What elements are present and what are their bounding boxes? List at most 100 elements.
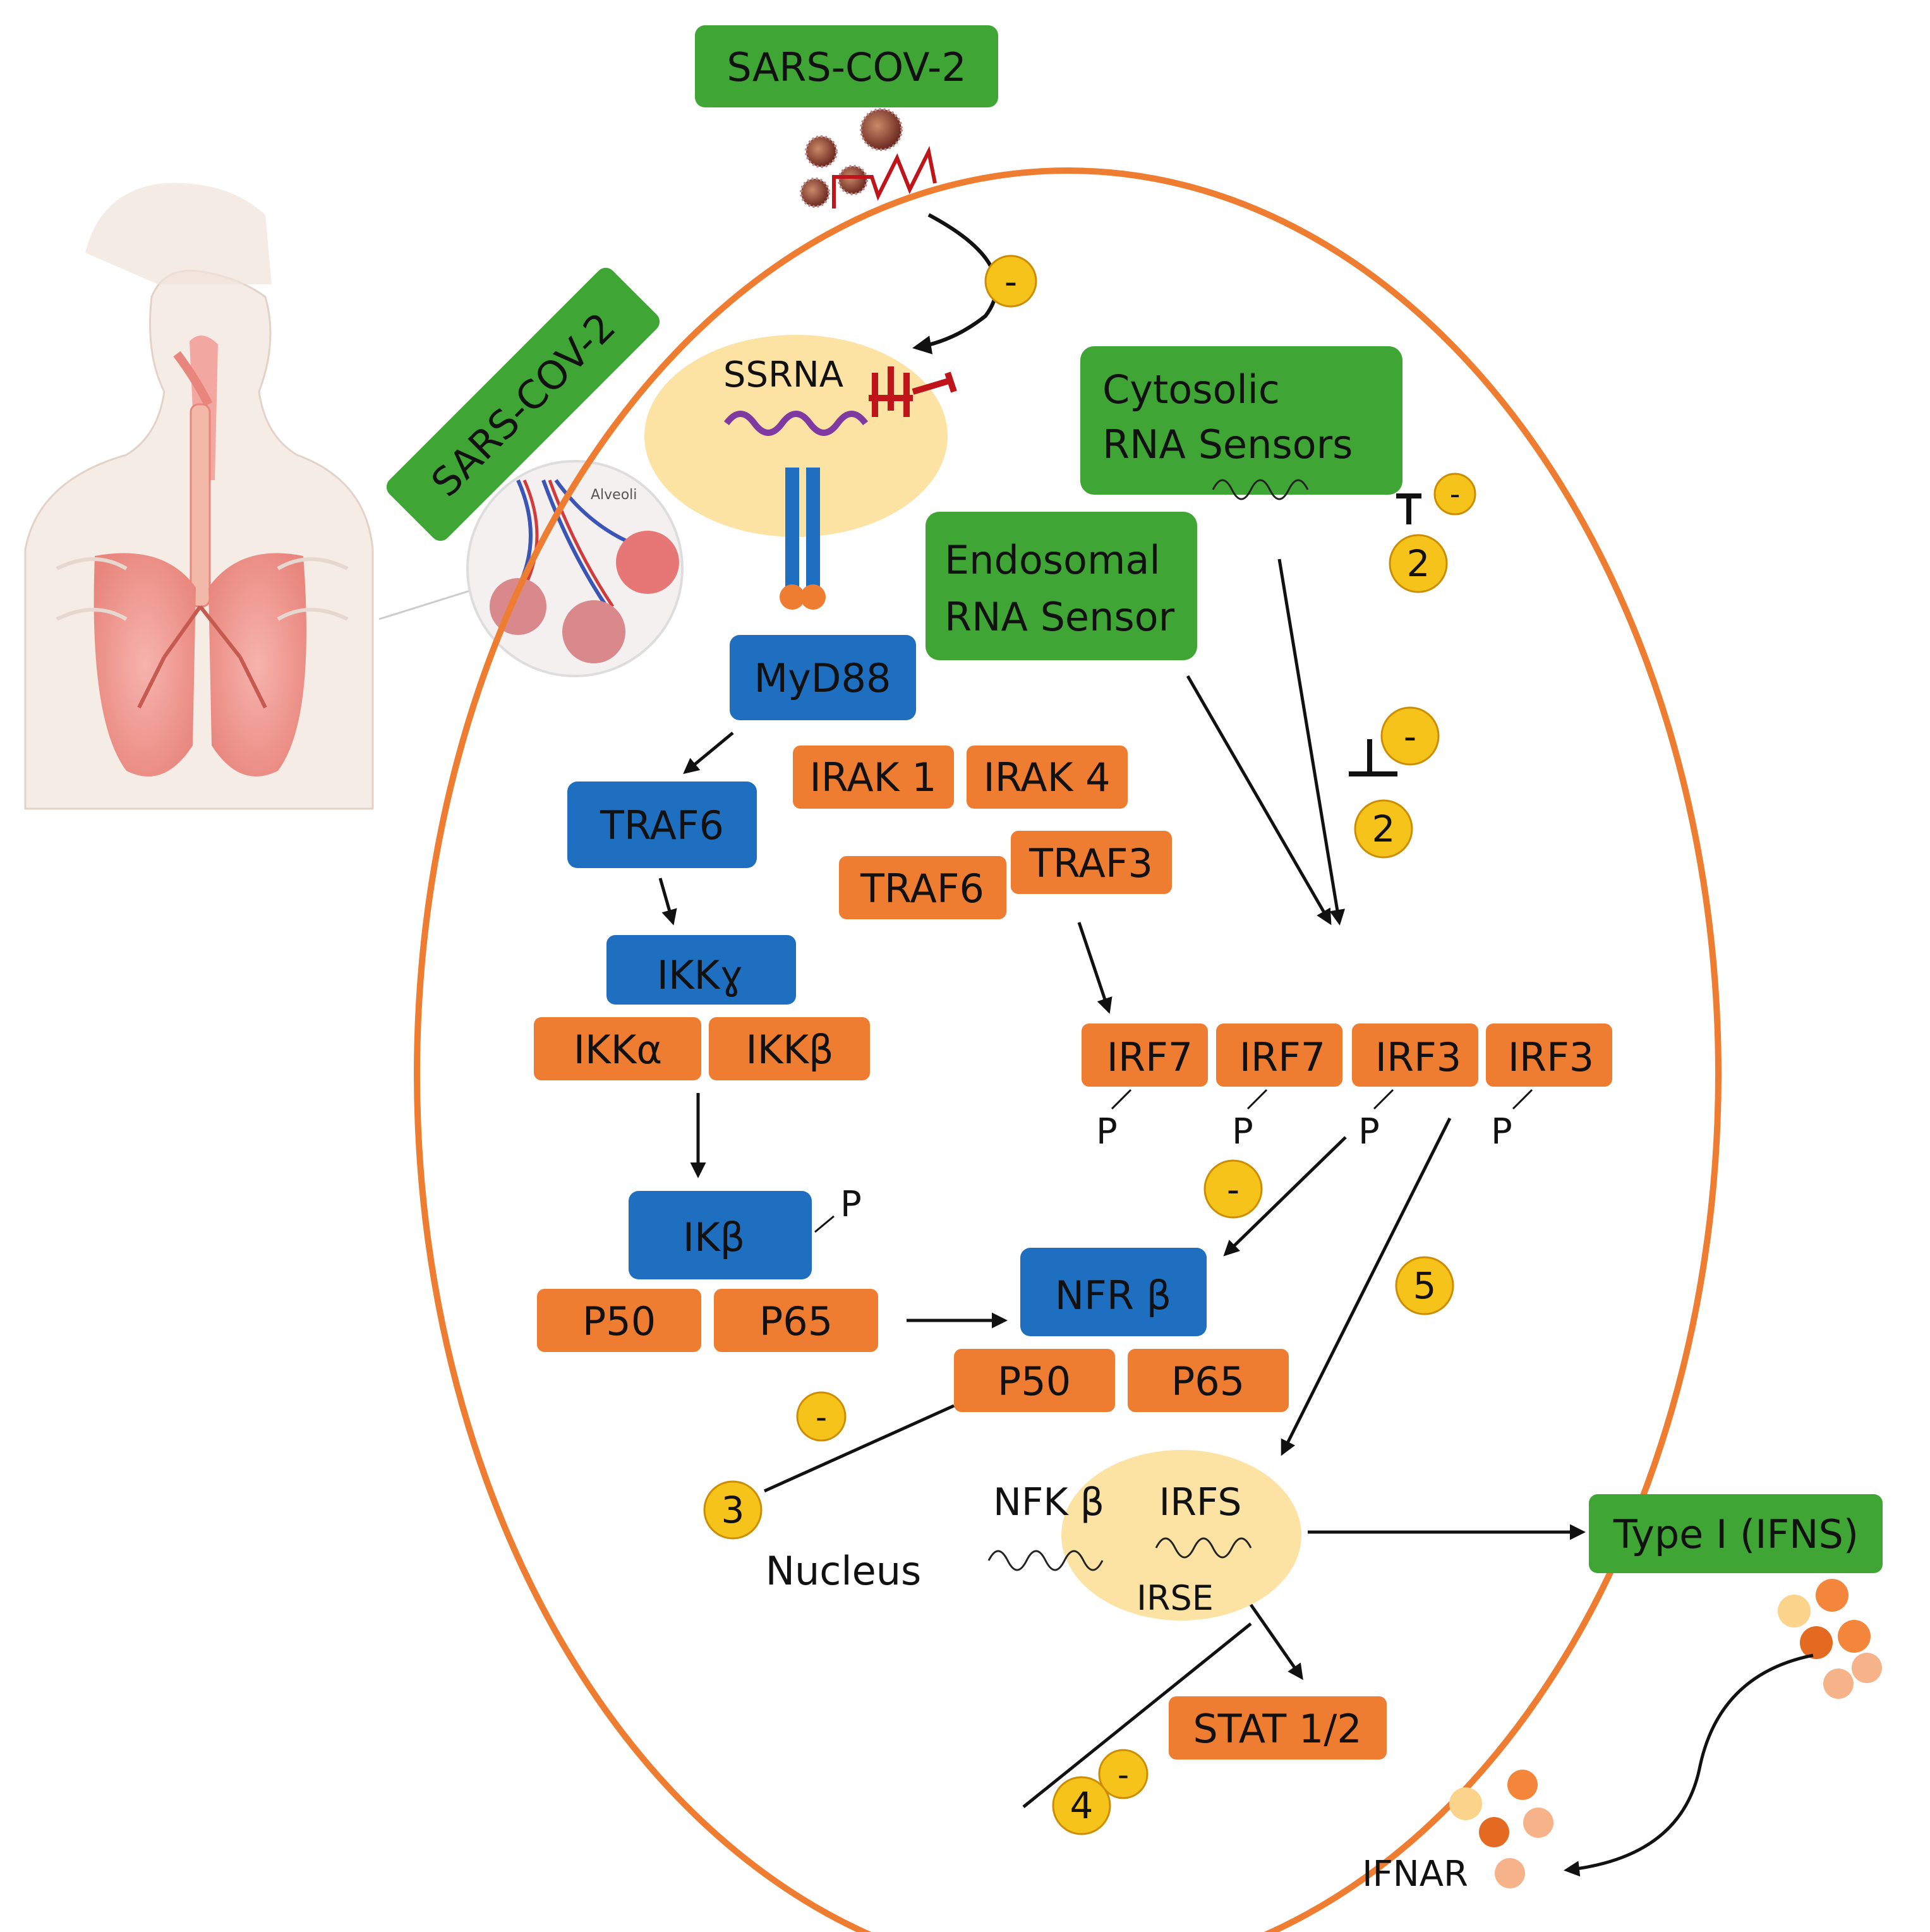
irak4-box: IRAK 4	[967, 746, 1128, 809]
type1-label: Type I (IFNS)	[1613, 1511, 1859, 1557]
irf7-a-label: IRF7	[1107, 1034, 1193, 1080]
nfrb-label: NFR β	[1055, 1272, 1171, 1319]
irak1-box: IRAK 1	[793, 746, 954, 809]
svg-text:-: -	[1404, 716, 1416, 758]
irak4-label: IRAK 4	[983, 754, 1110, 800]
svg-text:-: -	[816, 1399, 827, 1435]
p50-b-label: P50	[998, 1358, 1071, 1404]
svg-text:4: 4	[1070, 1784, 1094, 1827]
ikka-box: IKKα	[534, 1017, 701, 1080]
arrow-ifn-ifnar	[1564, 1653, 1814, 1877]
minus-badge-irf: -	[1203, 1159, 1263, 1219]
inhibition-marker-endosomal	[1349, 739, 1397, 776]
human-lungs-illustration	[24, 183, 374, 810]
endosomal-line2: RNA Sensor	[944, 594, 1175, 640]
svg-text:-: -	[1227, 1169, 1239, 1211]
virus-top-label: SARS-COV-2	[727, 44, 966, 90]
p65-a-box: P65	[714, 1289, 878, 1352]
endosomal-sensor-box: Endosomal RNA Sensor	[926, 512, 1197, 660]
ikb-box: IKβ P	[629, 1184, 862, 1279]
svg-text:3: 3	[721, 1488, 745, 1531]
ikkb-label: IKKβ	[745, 1027, 833, 1073]
irse-label: IRSE	[1137, 1578, 1214, 1618]
p65-b-box: P65	[1128, 1349, 1289, 1412]
irf7-b-label: IRF7	[1239, 1034, 1325, 1080]
minus-badge-p50: -	[796, 1391, 847, 1442]
irf7-a-box: IRF7 P	[1082, 1023, 1208, 1152]
svg-text:-: -	[1004, 262, 1017, 303]
minus-badge-cytosolic: -	[1433, 473, 1476, 516]
stat-box: STAT 1/2	[1169, 1696, 1387, 1760]
ikkb-box: IKKβ	[709, 1017, 870, 1080]
minus-badge-stat: -	[1098, 1749, 1149, 1799]
type1-ifns-box: Type I (IFNS)	[1589, 1494, 1883, 1573]
irf3-a-box: IRF3 P	[1352, 1023, 1478, 1152]
irf7-a-phospho: P	[1096, 1111, 1118, 1152]
irf3-b-label: IRF3	[1508, 1034, 1594, 1080]
nfkb-label: NFK β	[993, 1480, 1104, 1524]
p65-a-label: P65	[759, 1298, 833, 1344]
arrow-nucleus-stat	[1249, 1603, 1303, 1681]
ifnar-label: IFNAR	[1362, 1854, 1468, 1895]
endosomal-line1: Endosomal	[944, 537, 1161, 583]
number-badge-2b: 2	[1354, 799, 1413, 859]
traf3-box: TRAF3	[1011, 831, 1172, 894]
minus-badge-entry: -	[984, 255, 1037, 308]
ikka-label: IKKα	[574, 1027, 662, 1073]
arrow-myd88-traf6	[683, 732, 734, 775]
p50-a-label: P50	[582, 1298, 656, 1344]
ssrna-endosome: SSRNA	[644, 335, 957, 610]
traf6-blue-box: TRAF6	[567, 782, 757, 868]
svg-text:5: 5	[1413, 1264, 1437, 1307]
traf3-label: TRAF3	[1028, 840, 1153, 886]
irf3-a-phospho: P	[1358, 1111, 1380, 1152]
arrow-traf6-ikkg	[658, 878, 677, 926]
entry-arrow	[912, 213, 998, 354]
number-badge-4: 4	[1052, 1776, 1111, 1835]
virus-particles-icon	[800, 108, 937, 208]
p65-b-label: P65	[1171, 1358, 1245, 1404]
svg-text:2: 2	[1372, 807, 1396, 850]
arrow-cytosolic-irf	[1277, 558, 1346, 926]
virus-top-box: SARS-COV-2	[695, 25, 998, 107]
nucleus: NFK β IRFS IRSE	[987, 1450, 1301, 1621]
cell-membrane	[414, 167, 1722, 1932]
svg-text:-: -	[1450, 477, 1461, 511]
irf7-b-phospho: P	[1232, 1111, 1253, 1152]
inhibition-marker-cytosolic	[1396, 493, 1421, 524]
ikb-label: IKβ	[683, 1214, 745, 1260]
minus-badge-endosomal: -	[1380, 706, 1440, 766]
ifn-particles-icon	[1449, 1579, 1882, 1888]
inhibition-line-3	[763, 1404, 955, 1493]
inhibition-line-4	[1022, 1622, 1252, 1808]
myd88-box: MyD88	[730, 635, 916, 720]
nucleus-label: Nucleus	[766, 1548, 922, 1594]
arrow-traf3-irf	[1077, 922, 1113, 1014]
ikkg-label: IKKɣ	[657, 952, 744, 998]
irf3-a-label: IRF3	[1375, 1034, 1461, 1080]
irak1-label: IRAK 1	[809, 754, 936, 800]
number-badge-5: 5	[1395, 1256, 1454, 1315]
irf7-b-box: IRF7 P	[1216, 1023, 1342, 1152]
cytosolic-line2: RNA Sensors	[1102, 421, 1353, 468]
myd88-label: MyD88	[754, 655, 891, 701]
alveoli-label: Alveoli	[591, 487, 637, 503]
p50-a-box: P50	[537, 1289, 701, 1352]
cytosolic-sensors-box: Cytosolic RNA Sensors	[1080, 346, 1402, 500]
ikkg-box: IKKɣ	[606, 935, 796, 1005]
cytosolic-line1: Cytosolic	[1102, 366, 1280, 413]
arrow-irf3-nfrb	[1223, 1136, 1347, 1257]
traf6-orange-label: TRAF6	[860, 866, 984, 912]
arrow-irf3-nucleus	[1281, 1117, 1452, 1456]
irf3-b-box: IRF3 P	[1486, 1023, 1612, 1152]
irfs-label: IRFS	[1159, 1480, 1242, 1524]
p50-b-box: P50	[954, 1349, 1115, 1412]
svg-text:2: 2	[1407, 542, 1430, 585]
nfrb-box: NFR β	[1020, 1248, 1207, 1336]
traf6-blue-label: TRAF6	[600, 802, 724, 848]
ssrna-label: SSRNA	[723, 354, 843, 395]
svg-text:-: -	[1118, 1756, 1129, 1793]
number-badge-3: 3	[703, 1480, 763, 1540]
traf6-orange-box: TRAF6	[839, 856, 1006, 919]
